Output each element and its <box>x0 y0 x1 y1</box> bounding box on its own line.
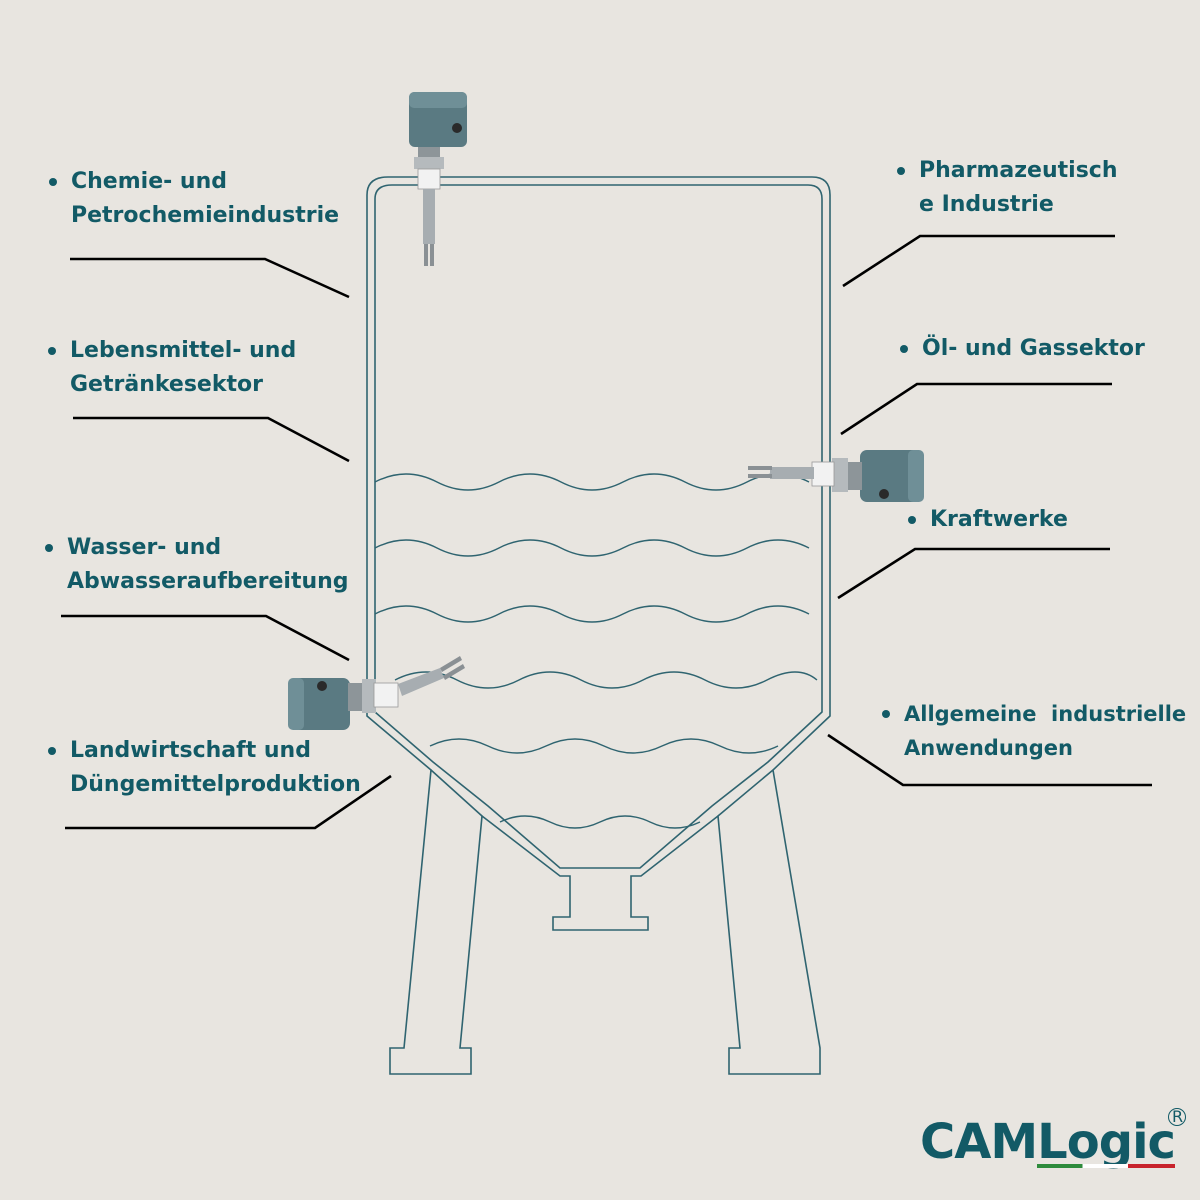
registered-mark-icon: R <box>1168 1108 1186 1126</box>
leader-allgemein <box>827 733 1152 787</box>
label-text: e Industrie <box>919 192 1054 217</box>
label-kraftwerke: Kraftwerke <box>908 503 1068 537</box>
label-text: Pharmazeutisch <box>919 158 1118 183</box>
leader-lebensmittel <box>73 416 350 463</box>
leader-pharma <box>842 234 1115 288</box>
label-text: Petrochemieindustrie <box>71 203 340 228</box>
label-text: Allgemeine industrielle <box>904 702 1187 726</box>
tank-outline <box>366 176 831 1075</box>
label-text: Öl- und Gassektor <box>922 336 1145 361</box>
label-text: Abwasseraufbereitung <box>67 569 349 594</box>
leader-wasser <box>61 614 350 662</box>
logo-text-logic-word: Logic <box>1037 1114 1176 1170</box>
bullet-icon <box>908 516 916 524</box>
bullet-icon <box>882 710 890 718</box>
leader-lines <box>61 234 1152 830</box>
label-text: Anwendungen <box>904 736 1073 760</box>
label-text: Landwirtschaft und <box>70 738 311 763</box>
label-landwirtschaft: Landwirtschaft und Düngemittelproduktion <box>48 734 361 802</box>
leader-landwirtschaft <box>65 774 392 830</box>
label-wasser: Wasser- und Abwasseraufbereitung <box>45 531 349 599</box>
liquid-waves <box>374 473 818 829</box>
leader-oel <box>840 382 1112 436</box>
sensor-top <box>409 92 467 266</box>
label-text: Chemie- und <box>71 169 227 194</box>
label-allgemein: Allgemeine industrielle Anwendungen <box>882 697 1187 765</box>
bullet-icon <box>897 167 905 175</box>
logo-text-logic: Logic <box>1037 1114 1176 1170</box>
label-text: Getränkesektor <box>70 372 263 397</box>
label-text: Kraftwerke <box>930 507 1068 532</box>
italian-flag-underline <box>1037 1164 1175 1168</box>
label-chemie: Chemie- und Petrochemieindustrie <box>49 165 340 233</box>
bullet-icon <box>49 178 57 186</box>
bullet-icon <box>45 544 53 552</box>
bullet-icon <box>900 345 908 353</box>
bullet-icon <box>48 747 56 755</box>
label-lebensmittel: Lebensmittel- und Getränkesektor <box>48 334 297 402</box>
bullet-icon <box>48 347 56 355</box>
leader-chemie <box>70 257 350 299</box>
label-pharma: Pharmazeutisch e Industrie <box>897 154 1118 222</box>
label-oel: Öl- und Gassektor <box>900 332 1145 366</box>
leader-kraftwerke <box>837 547 1110 600</box>
sensor-right <box>748 450 924 502</box>
camlogic-logo: CAMLogic R <box>920 1108 1186 1172</box>
label-text: Lebensmittel- und <box>70 338 297 363</box>
logo-text-cam: CAM <box>920 1114 1038 1170</box>
label-text: Wasser- und <box>67 535 222 560</box>
sensor-left <box>288 656 465 730</box>
label-text: Düngemittelproduktion <box>70 772 361 797</box>
